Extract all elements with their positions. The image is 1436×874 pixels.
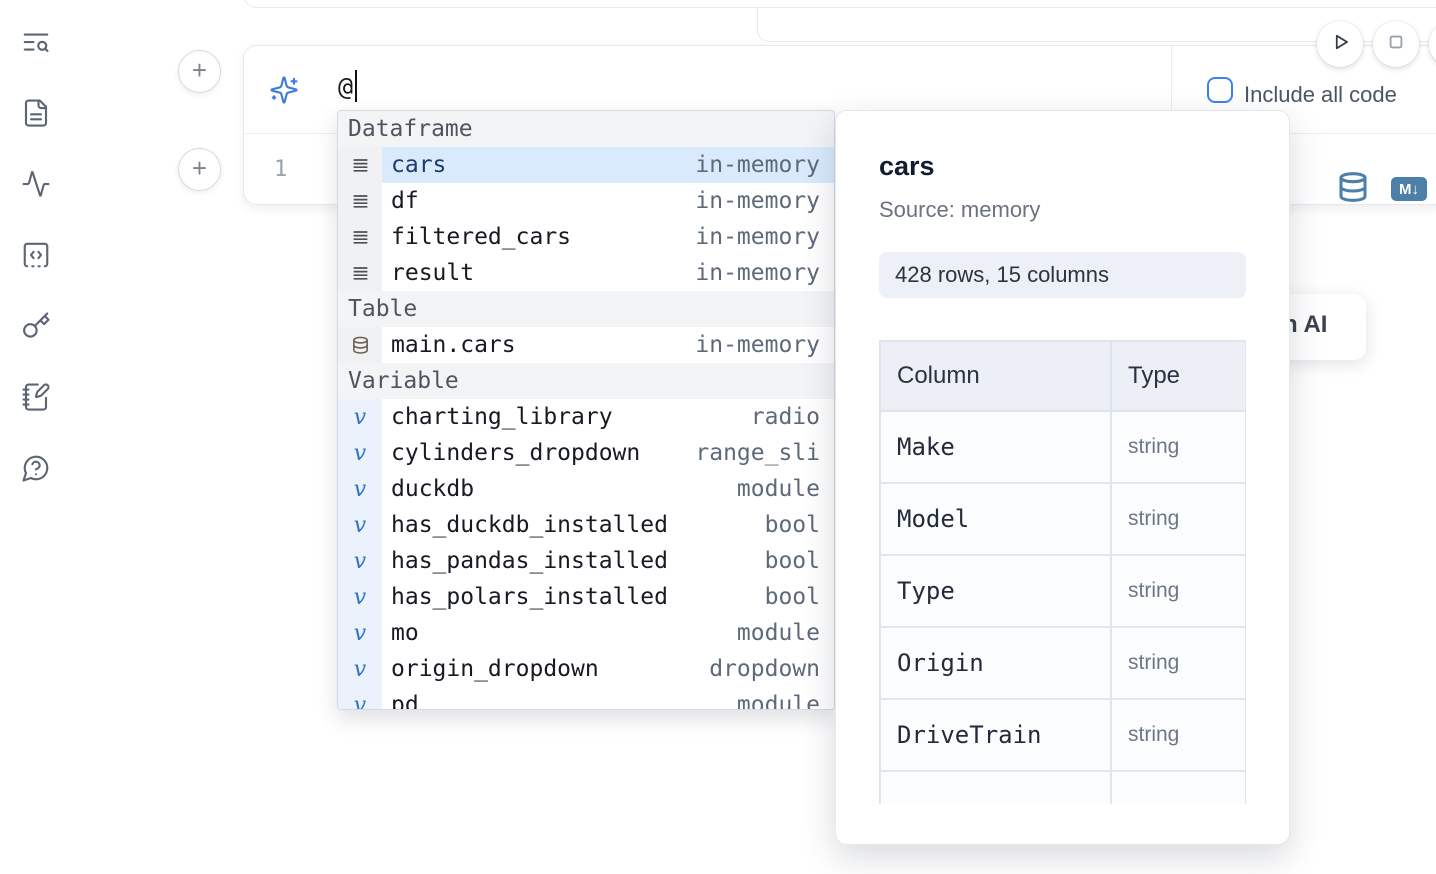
variable-icon: v xyxy=(338,507,382,543)
item-type: in-memory xyxy=(695,224,834,250)
table-row xyxy=(880,771,1246,804)
item-type: module xyxy=(737,692,834,710)
autocomplete-item-has_polars_installed[interactable]: v has_polars_installed bool xyxy=(338,579,834,615)
item-name: has_polars_installed xyxy=(391,584,668,610)
item-name: pd xyxy=(391,692,419,710)
rows-icon xyxy=(338,183,382,219)
notebook-pen-icon[interactable] xyxy=(21,382,51,412)
autocomplete-section-header: Table xyxy=(338,291,834,327)
variable-icon: v xyxy=(338,471,382,507)
preview-title: cars xyxy=(879,151,1246,182)
autocomplete-item-charting_library[interactable]: v charting_library radio xyxy=(338,399,834,435)
rows-icon xyxy=(338,255,382,291)
line-number: 1 xyxy=(274,157,287,182)
ai-prompt-input[interactable]: @ xyxy=(338,72,353,101)
previous-cell-card xyxy=(243,0,1436,8)
autocomplete-item-mo[interactable]: v mo module xyxy=(338,615,834,651)
item-type: range_sli xyxy=(695,440,834,466)
variable-icon: v xyxy=(338,579,382,615)
item-name: main.cars xyxy=(391,332,516,358)
stop-button[interactable] xyxy=(1373,21,1419,67)
help-chat-icon[interactable] xyxy=(21,453,51,483)
item-type: module xyxy=(737,620,834,646)
database-amber-icon xyxy=(338,327,382,363)
dataframe-preview-popup: cars Source: memory 428 rows, 15 columns… xyxy=(835,110,1290,845)
variable-icon: v xyxy=(338,687,382,710)
table-header-row: Column Type xyxy=(880,341,1246,411)
play-icon xyxy=(1327,29,1353,60)
table-row: DriveTrainstring xyxy=(880,699,1246,771)
autocomplete-item-df[interactable]: df in-memory xyxy=(338,183,834,219)
autocomplete-item-has_pandas_installed[interactable]: v has_pandas_installed bool xyxy=(338,543,834,579)
column-header: Column xyxy=(880,341,1111,411)
markdown-icon[interactable]: M↓ xyxy=(1391,177,1427,201)
table-row: Originstring xyxy=(880,627,1246,699)
item-name: result xyxy=(391,260,474,286)
autocomplete-item-result[interactable]: result in-memory xyxy=(338,255,834,291)
autocomplete-item-cars[interactable]: cars in-memory xyxy=(338,147,834,183)
rows-icon xyxy=(338,147,382,183)
include-all-code-label: Include all code xyxy=(1244,82,1397,108)
autocomplete-item-has_duckdb_installed[interactable]: v has_duckdb_installed bool xyxy=(338,507,834,543)
variable-icon: v xyxy=(338,543,382,579)
item-name: cylinders_dropdown xyxy=(391,440,640,466)
item-type: in-memory xyxy=(695,152,834,178)
key-icon[interactable] xyxy=(21,311,51,341)
variable-icon: v xyxy=(338,615,382,651)
variable-icon: v xyxy=(338,399,382,435)
variable-icon: v xyxy=(338,651,382,687)
table-row: Typestring xyxy=(880,555,1246,627)
type-header: Type xyxy=(1111,341,1246,411)
autocomplete-item-filtered_cars[interactable]: filtered_cars in-memory xyxy=(338,219,834,255)
rows-icon xyxy=(338,219,382,255)
item-type: in-memory xyxy=(695,260,834,286)
sidebar xyxy=(21,27,51,483)
item-type: bool xyxy=(765,512,834,538)
database-icon[interactable] xyxy=(1337,171,1369,203)
run-cell-button[interactable] xyxy=(1317,21,1363,67)
autocomplete-section-header: Dataframe xyxy=(338,111,834,147)
item-name: charting_library xyxy=(391,404,613,430)
autocomplete-item-main.cars[interactable]: main.cars in-memory xyxy=(338,327,834,363)
item-type: radio xyxy=(751,404,834,430)
item-type: in-memory xyxy=(695,188,834,214)
autocomplete-item-cylinders_dropdown[interactable]: v cylinders_dropdown range_sli xyxy=(338,435,834,471)
text-search-icon[interactable] xyxy=(21,27,51,57)
include-all-code-checkbox[interactable] xyxy=(1207,77,1233,103)
item-type: module xyxy=(737,476,834,502)
item-type: dropdown xyxy=(709,656,834,682)
activity-icon[interactable] xyxy=(21,169,51,199)
preview-source: Source: memory xyxy=(879,197,1246,223)
item-type: bool xyxy=(765,584,834,610)
file-text-icon[interactable] xyxy=(21,98,51,128)
add-cell-button-bottom[interactable]: + xyxy=(178,148,221,191)
item-name: has_duckdb_installed xyxy=(391,512,668,538)
item-name: cars xyxy=(391,152,446,178)
item-name: df xyxy=(391,188,419,214)
variable-icon: v xyxy=(338,435,382,471)
item-name: has_pandas_installed xyxy=(391,548,668,574)
item-name: filtered_cars xyxy=(391,224,571,250)
item-type: bool xyxy=(765,548,834,574)
table-row: Modelstring xyxy=(880,483,1246,555)
add-cell-button-top[interactable]: + xyxy=(178,50,221,93)
item-name: duckdb xyxy=(391,476,474,502)
item-type: in-memory xyxy=(695,332,834,358)
preview-shape-badge: 428 rows, 15 columns xyxy=(879,252,1246,298)
autocomplete-item-pd[interactable]: v pd module xyxy=(338,687,834,710)
item-name: mo xyxy=(391,620,419,646)
stop-icon xyxy=(1383,29,1409,60)
autocomplete-section-header: Variable xyxy=(338,363,834,399)
code-block-icon[interactable] xyxy=(21,240,51,270)
autocomplete-item-duckdb[interactable]: v duckdb module xyxy=(338,471,834,507)
table-row: Makestring xyxy=(880,411,1246,483)
item-name: origin_dropdown xyxy=(391,656,599,682)
preview-schema-table: Column Type MakestringModelstringTypestr… xyxy=(879,340,1246,804)
text-cursor xyxy=(355,70,357,102)
autocomplete-item-origin_dropdown[interactable]: v origin_dropdown dropdown xyxy=(338,651,834,687)
autocomplete-popup: Dataframe cars in-memory df in-memory filt… xyxy=(337,110,835,710)
preview-table-wrap: Column Type MakestringModelstringTypestr… xyxy=(879,340,1246,804)
autocomplete-list: Dataframe cars in-memory df in-memory filt… xyxy=(338,111,834,710)
sparkles-icon xyxy=(269,75,299,105)
